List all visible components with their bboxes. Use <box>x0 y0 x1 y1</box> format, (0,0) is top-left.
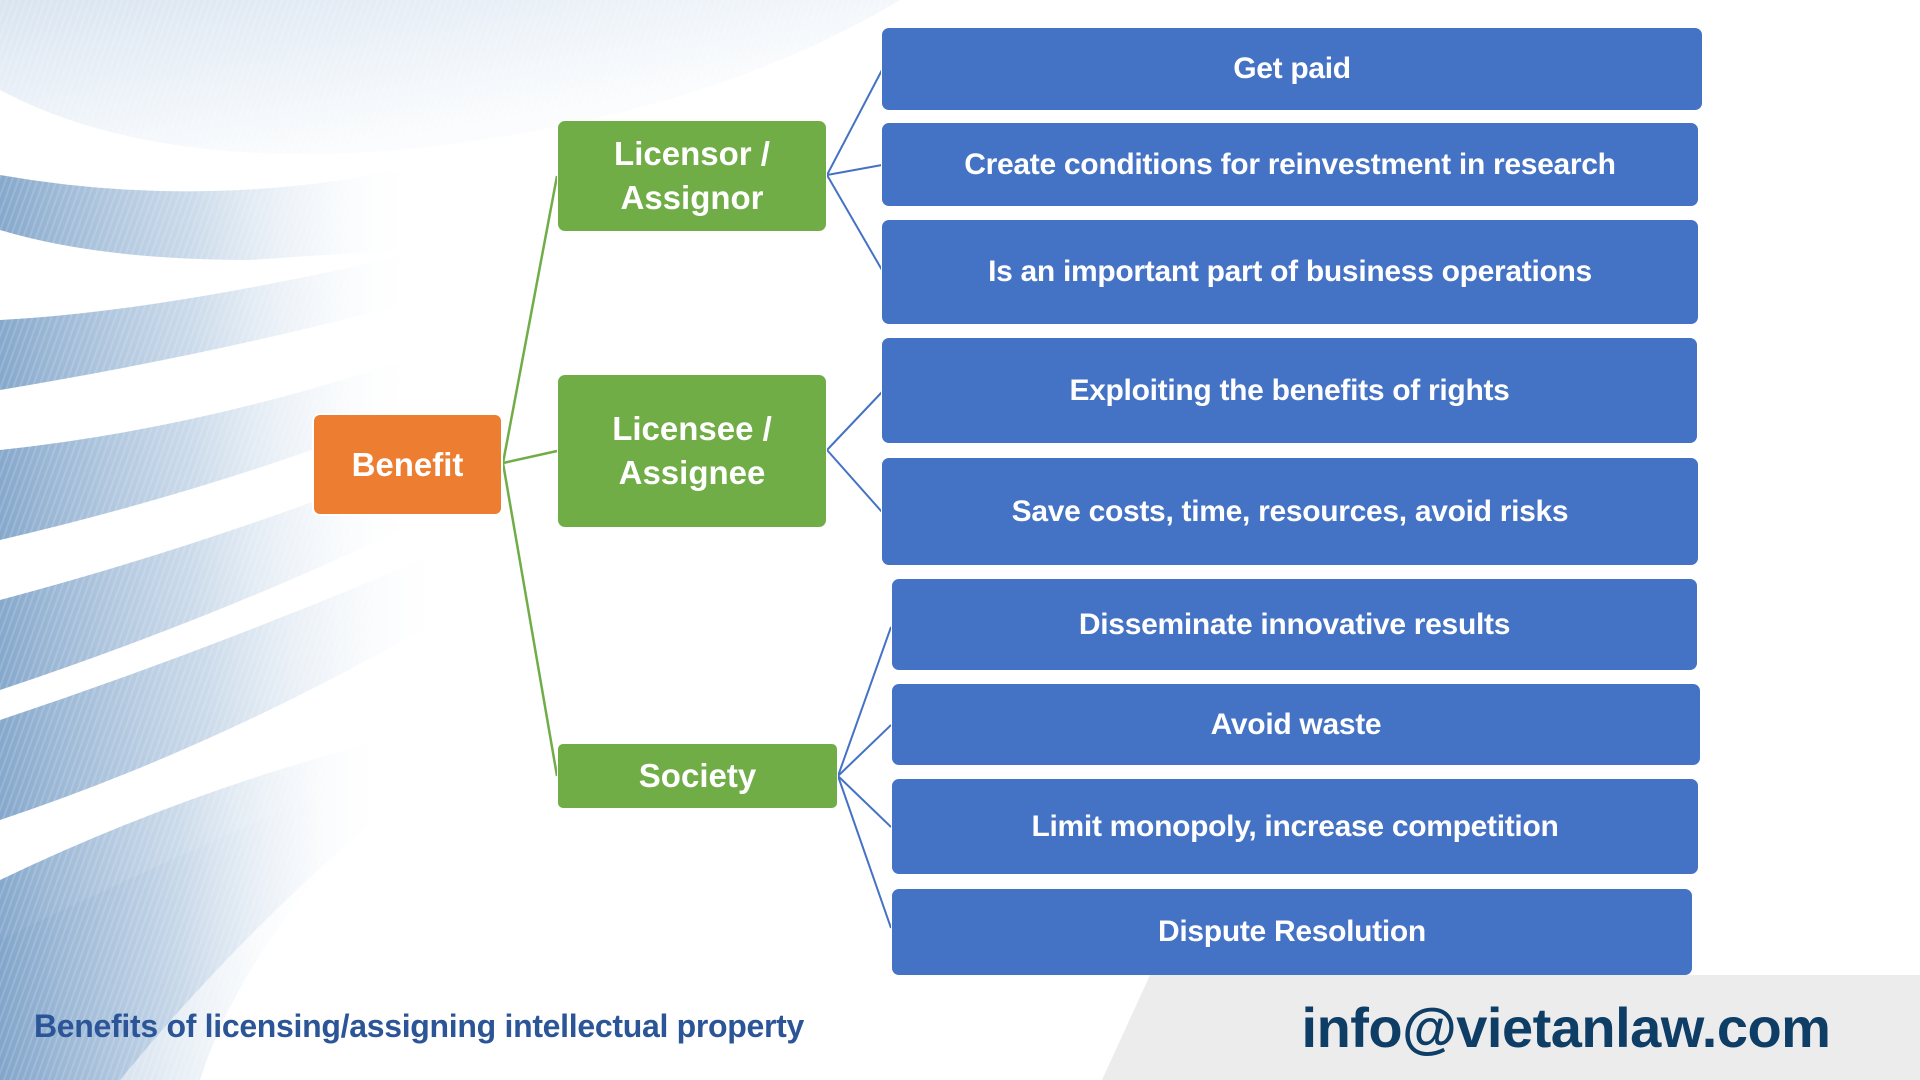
leaf-label: Disseminate innovative results <box>1078 607 1511 641</box>
licensor-label-line1: Licensor / <box>614 135 770 172</box>
leaf-label: Is an important part of business operati… <box>988 255 1592 288</box>
licensee-assignee-node: Licensee / Assignee <box>557 374 827 528</box>
footer-title: Benefits of licensing/assigning intellec… <box>34 1008 805 1044</box>
benefit-root-label: Benefit <box>351 445 464 483</box>
leaf-avoid-waste: Avoid waste <box>891 683 1701 766</box>
leaf-label: Exploiting the benefits of rights <box>1069 373 1510 407</box>
licensor-label-line2: Assignor <box>620 179 764 216</box>
contact-email-link[interactable]: info@vietanlaw.com <box>1301 996 1831 1059</box>
benefit-root-node: Benefit <box>312 413 503 516</box>
licensee-label-line2: Assignee <box>618 454 766 491</box>
leaf-label: Dispute Resolution <box>1158 915 1426 948</box>
leaf-reinvestment: Create conditions for reinvestment in re… <box>881 122 1699 207</box>
society-label: Society <box>638 757 757 794</box>
leaf-business-operations: Is an important part of business operati… <box>881 219 1699 325</box>
leaf-save-costs: Save costs, time, resources, avoid risks <box>881 457 1699 566</box>
leaf-label: Create conditions for reinvestment in re… <box>964 147 1616 181</box>
leaf-label: Get paid <box>1233 52 1351 85</box>
footer-contact-panel <box>1102 975 1920 1080</box>
leaf-label: Save costs, time, resources, avoid risks <box>1011 494 1569 528</box>
leaf-get-paid: Get paid <box>881 27 1703 111</box>
licensor-assignor-node: Licensor / Assignor <box>557 120 827 232</box>
leaf-disseminate-results: Disseminate innovative results <box>891 578 1698 671</box>
licensee-label-line1: Licensee / <box>612 410 772 447</box>
leaf-exploiting-rights: Exploiting the benefits of rights <box>881 337 1698 444</box>
society-node: Society <box>557 743 838 809</box>
leaf-dispute-resolution: Dispute Resolution <box>891 888 1693 976</box>
leaf-label: Limit monopoly, increase competition <box>1031 809 1559 843</box>
leaf-label: Avoid waste <box>1210 707 1382 741</box>
leaf-limit-monopoly: Limit monopoly, increase competition <box>891 778 1699 875</box>
